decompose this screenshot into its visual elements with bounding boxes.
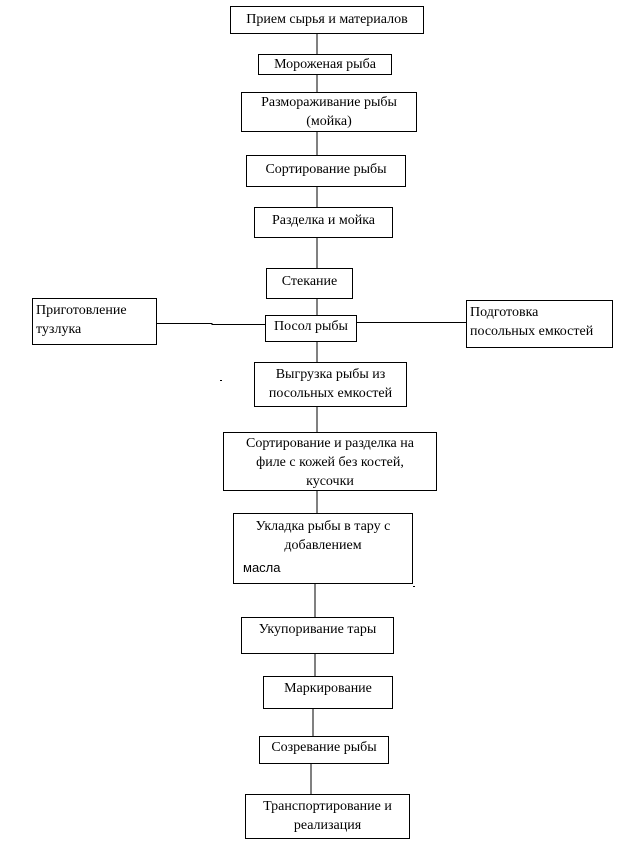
process-box-transport: Транспортирование и реализация [245, 794, 410, 839]
process-box-cutting-washing: Разделка и мойка [254, 207, 393, 238]
process-box-transport-line1: Транспортирование и [263, 799, 392, 814]
process-box-tanks-prep-line1: Подготовка [470, 305, 539, 320]
process-box-filleting-line1: Сортирование и разделка на [246, 436, 414, 451]
process-box-salting-line1: Посол рыбы [274, 319, 348, 334]
process-box-sealing-line1: Укупоривание тары [258, 622, 377, 637]
process-box-packing: Укладка рыбы в тару с добавлением масла [233, 513, 413, 584]
process-box-unloading-line1: Выгрузка рыбы из [275, 367, 386, 382]
process-box-thawing-line1: Размораживание рыбы [261, 95, 397, 110]
connector-8-7 [157, 323, 265, 325]
process-box-brine: Приготовление тузлука [32, 298, 157, 345]
process-box-unloading: Выгрузка рыбы из посольных емкостей [254, 362, 407, 407]
process-box-packing-line2: добавлением [284, 538, 362, 553]
process-box-ripening-line1: Созревание рыбы [271, 740, 377, 755]
process-box-labeling: Маркирование [263, 676, 393, 709]
stray-mark [413, 586, 415, 587]
process-box-draining: Стекание [266, 268, 353, 299]
process-box-transport-line2: реализация [293, 818, 362, 833]
process-box-labeling-line1: Маркирование [284, 681, 372, 696]
process-box-brine-line1: Приготовление [36, 303, 127, 318]
process-box-packing-line1: Укладка рыбы в тару с [255, 519, 391, 534]
process-box-frozen-fish: Мороженая рыба [258, 54, 392, 75]
process-box-sorting-line1: Сортирование рыбы [265, 162, 387, 177]
process-box-packing-line3: масла [243, 560, 281, 575]
process-box-priem: Прием сырья и материалов [230, 6, 424, 34]
process-box-frozen-fish-line1: Мороженая рыба [274, 57, 376, 72]
process-box-priem-line1: Прием сырья и материалов [246, 12, 408, 27]
process-box-sorting: Сортирование рыбы [246, 155, 406, 187]
process-box-filleting-line3: кусочки [306, 474, 354, 489]
process-box-salting: Посол рыбы [265, 315, 357, 342]
process-box-sealing: Укупоривание тары [241, 617, 394, 654]
process-box-tanks-prep: Подготовка посольных емкостей [466, 300, 613, 348]
process-box-unloading-line2: посольных емкостей [268, 386, 393, 401]
process-box-thawing-line2: (мойка) [306, 114, 352, 129]
process-box-thawing: Размораживание рыбы (мойка) [241, 92, 417, 132]
process-box-ripening: Созревание рыбы [259, 736, 389, 764]
process-box-filleting: Сортирование и разделка на филе с кожей … [223, 432, 437, 491]
process-box-draining-line1: Стекание [281, 274, 338, 289]
process-box-cutting-washing-line1: Разделка и мойка [271, 213, 376, 228]
process-box-brine-line2: тузлука [36, 322, 82, 337]
process-box-tanks-prep-line2: посольных емкостей [470, 324, 594, 339]
stray-mark [220, 380, 222, 381]
process-box-filleting-line2: филе с кожей без костей, [256, 455, 404, 470]
